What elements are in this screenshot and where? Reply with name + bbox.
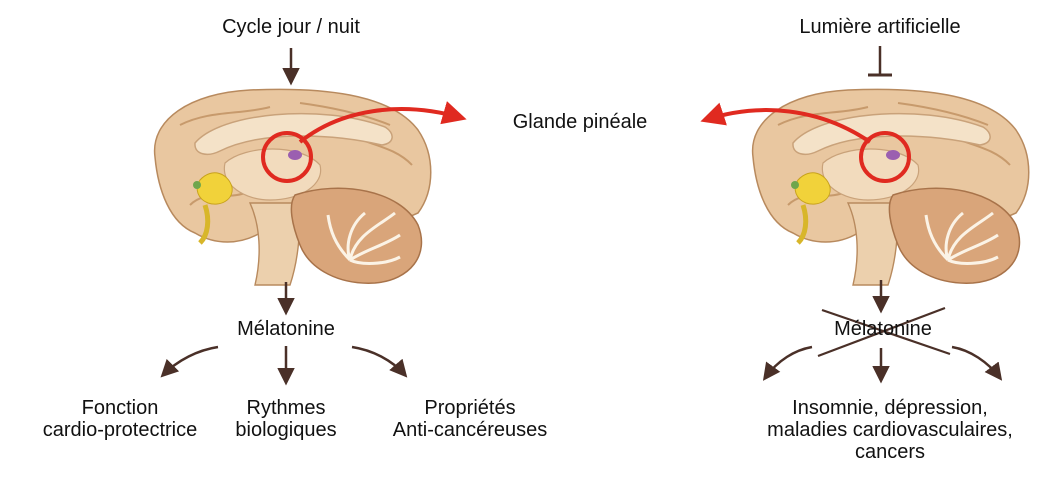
left-effect-rhythms-line-2: biologiques — [235, 419, 336, 441]
right-effect-diseases-line-2: maladies cardiovasculaires, — [767, 419, 1013, 441]
left-input-label: Cycle jour / nuit — [222, 16, 360, 38]
left-effect-rhythms: Rythmes biologiques — [235, 397, 336, 441]
right-input-label: Lumière artificielle — [799, 16, 960, 38]
left-effect-arrow-1 — [163, 347, 218, 375]
right-effect-diseases: Insomnie, dépression, maladies cardiovas… — [767, 397, 1013, 463]
right-effect-diseases-line-1: Insomnie, dépression, — [767, 397, 1013, 419]
right-effect-diseases-line-3: cancers — [767, 441, 1013, 463]
right-effect-arrow-3 — [952, 347, 1000, 378]
left-effect-rhythms-line-1: Rythmes — [235, 397, 336, 419]
right-brain-illustration — [753, 89, 1029, 285]
right-effect-arrow-1 — [765, 347, 812, 378]
left-brain-illustration — [155, 89, 431, 285]
left-effect-anticancer-line-2: Anti-cancéreuses — [393, 419, 548, 441]
left-effect-arrow-3 — [352, 347, 405, 375]
left-effect-anticancer-line-1: Propriétés — [393, 397, 548, 419]
right-melatonin-label: Mélatonine — [834, 318, 932, 340]
left-effect-cardio-line-2: cardio-protectrice — [43, 419, 198, 441]
left-effect-cardio: Fonction cardio-protectrice — [43, 397, 198, 441]
left-effect-anticancer: Propriétés Anti-cancéreuses — [393, 397, 548, 441]
left-effect-cardio-line-1: Fonction — [43, 397, 198, 419]
pineal-gland-label: Glande pinéale — [513, 111, 648, 133]
left-melatonin-label: Mélatonine — [237, 318, 335, 340]
